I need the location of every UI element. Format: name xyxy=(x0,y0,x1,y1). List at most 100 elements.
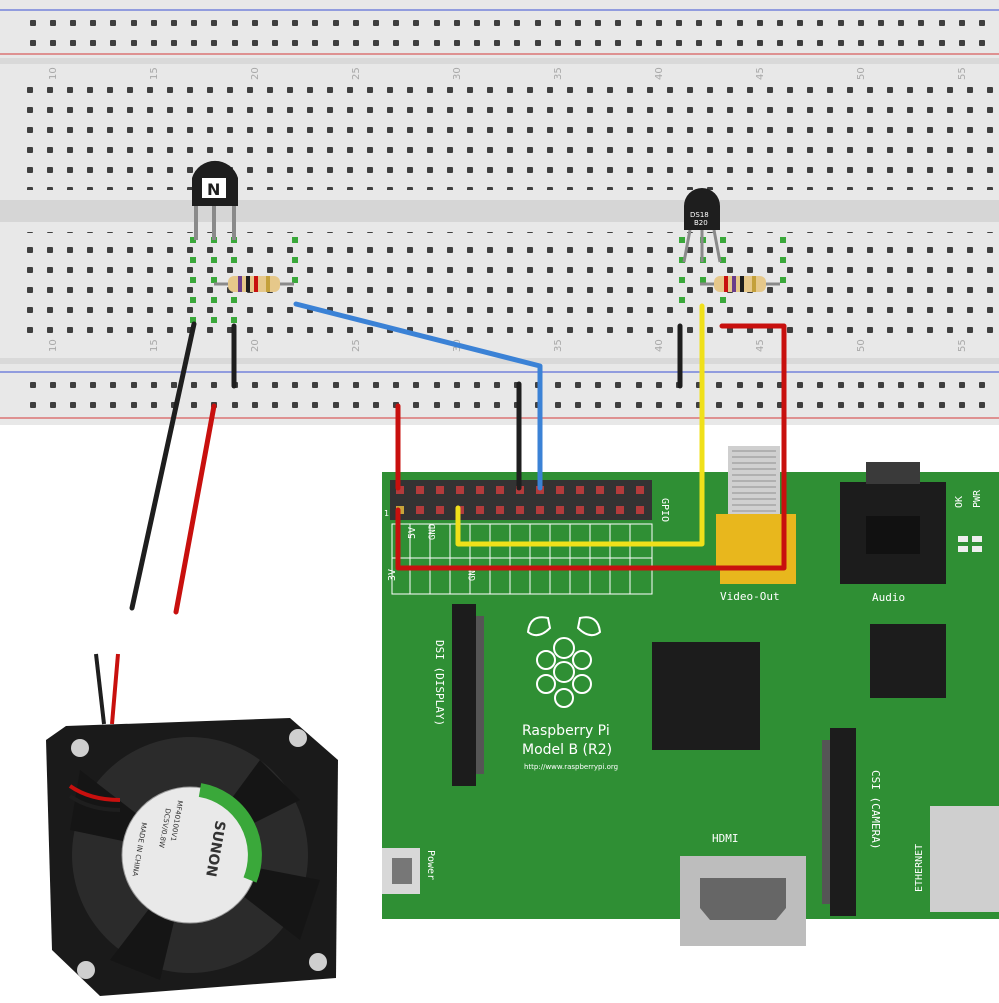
rail-hole xyxy=(353,40,359,46)
rail-hole xyxy=(817,40,823,46)
rail-hole xyxy=(110,382,116,388)
column-number: 25 xyxy=(351,67,362,80)
rail-hole xyxy=(191,402,197,408)
rail-hole xyxy=(252,382,258,388)
column-number: 25 xyxy=(351,339,362,352)
rail-hole xyxy=(636,382,642,388)
gpio-pin xyxy=(576,506,584,514)
rail-hole xyxy=(252,20,258,26)
gpio-pin xyxy=(416,506,424,514)
wire-fan-black xyxy=(129,321,197,611)
rail-hole xyxy=(777,40,783,46)
rail-hole xyxy=(575,40,581,46)
ethernet-port xyxy=(930,806,999,912)
gpio-pin xyxy=(556,486,564,494)
rail-hole xyxy=(939,20,945,26)
column-number: 45 xyxy=(755,339,766,352)
fan-label-green-stripe xyxy=(198,783,262,883)
rail-hole xyxy=(312,382,318,388)
transistor-label: N xyxy=(207,180,220,199)
rail-hole xyxy=(110,20,116,26)
rail-hole xyxy=(50,382,56,388)
transistor: N xyxy=(192,160,238,240)
rail-hole xyxy=(858,382,864,388)
rail-hole xyxy=(716,402,722,408)
gpio-pin xyxy=(556,506,564,514)
column-number: 50 xyxy=(856,67,867,80)
rail-hole xyxy=(939,40,945,46)
column-number: 35 xyxy=(553,339,564,352)
rail-hole xyxy=(494,382,500,388)
rail-hole xyxy=(454,402,460,408)
pi-name-line2: Model B (R2) xyxy=(522,742,612,758)
transistor-badge xyxy=(202,178,226,198)
rail-hole xyxy=(918,382,924,388)
column-number: 15 xyxy=(149,67,160,80)
rail-hole xyxy=(474,20,480,26)
rail-hole xyxy=(636,402,642,408)
pin-one-label: 1 xyxy=(384,509,389,518)
rail-hole xyxy=(838,382,844,388)
upper-hole-grid xyxy=(20,80,999,190)
rail-hole xyxy=(191,20,197,26)
video-out-base xyxy=(720,570,796,584)
gpio-pin xyxy=(476,486,484,494)
rail-hole xyxy=(959,40,965,46)
rail-hole xyxy=(333,402,339,408)
resistor-left xyxy=(214,276,294,292)
rail-hole xyxy=(575,402,581,408)
hdmi-label: HDMI xyxy=(712,832,739,845)
gpio-pin xyxy=(496,486,504,494)
gpio-pin xyxy=(416,486,424,494)
header-silkscreen xyxy=(391,523,653,595)
gpio-pin xyxy=(596,486,604,494)
column-number: 20 xyxy=(250,339,261,352)
audio-jack-barrel xyxy=(866,462,920,484)
rail-hole xyxy=(70,40,76,46)
rail-hole xyxy=(211,40,217,46)
rail-hole xyxy=(90,402,96,408)
gpio-pin xyxy=(636,506,644,514)
fan-lead-red xyxy=(110,653,120,725)
rail-hole xyxy=(50,40,56,46)
gpio-pin xyxy=(636,486,644,494)
rail-hole xyxy=(777,20,783,26)
rail-hole xyxy=(272,20,278,26)
rail-hole xyxy=(716,20,722,26)
rail-hole xyxy=(110,40,116,46)
rail-hole xyxy=(494,20,500,26)
rail-hole xyxy=(434,402,440,408)
gpio-pin xyxy=(496,506,504,514)
dsi-label: DSI (DISPLAY) xyxy=(433,640,446,726)
rail-hole xyxy=(272,382,278,388)
rail-hole xyxy=(90,382,96,388)
rail-hole xyxy=(514,40,520,46)
rail-hole xyxy=(898,20,904,26)
rail-hole xyxy=(918,402,924,408)
rail-hole xyxy=(757,40,763,46)
gpio-pin xyxy=(476,506,484,514)
rail-hole xyxy=(232,40,238,46)
rail-hole xyxy=(272,402,278,408)
breadboard-center-channel xyxy=(0,200,999,222)
rail-hole xyxy=(898,40,904,46)
column-number: 35 xyxy=(553,67,564,80)
rail-hole xyxy=(575,20,581,26)
rail-hole xyxy=(656,40,662,46)
rail-hole xyxy=(413,20,419,26)
rail-hole xyxy=(312,402,318,408)
rail-hole xyxy=(716,382,722,388)
rail-hole xyxy=(636,20,642,26)
usb-chip xyxy=(870,624,946,698)
rail-hole xyxy=(373,382,379,388)
rail-hole xyxy=(131,20,137,26)
rail-hole xyxy=(90,40,96,46)
rail-hole xyxy=(898,382,904,388)
wire-blue-gpio xyxy=(293,301,543,491)
rail-hole xyxy=(615,382,621,388)
hdmi-port-opening xyxy=(700,878,786,920)
rail-hole xyxy=(595,20,601,26)
rail-hole xyxy=(393,20,399,26)
csi-contacts xyxy=(822,740,830,904)
rail-hole xyxy=(292,40,298,46)
